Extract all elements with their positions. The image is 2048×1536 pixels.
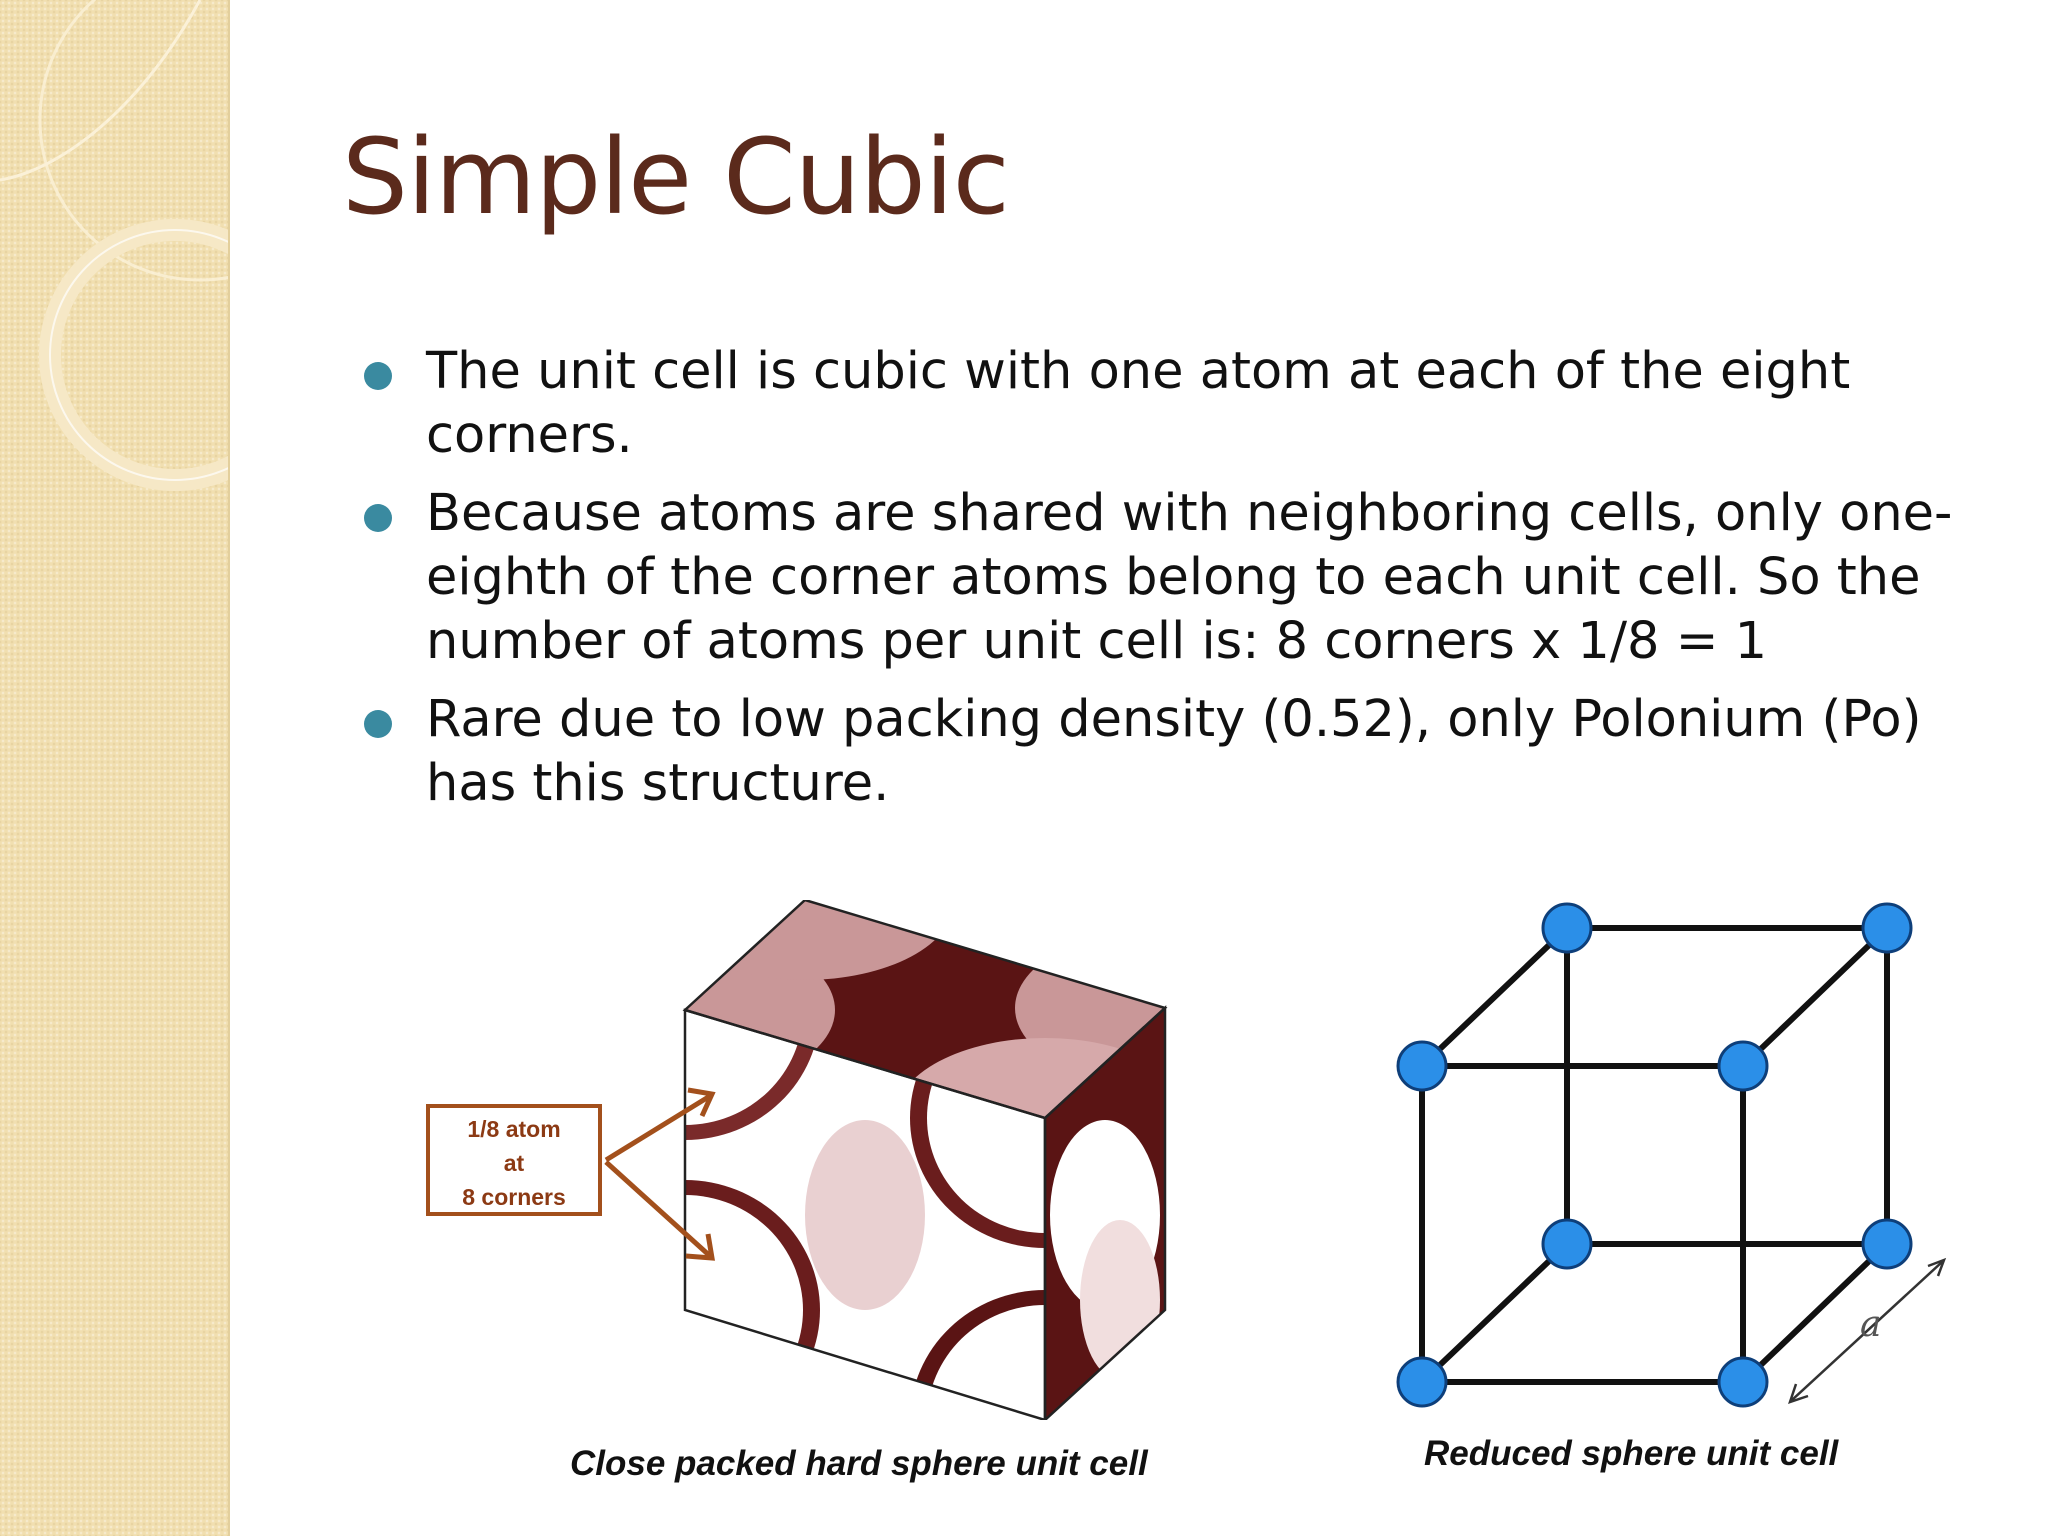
bullet-item: Rare due to low packing density (0.52), … [364, 688, 2014, 816]
bullet-list: The unit cell is cubic with one atom at … [364, 340, 2014, 830]
bullet-text: Rare due to low packing density (0.52), … [426, 690, 1922, 813]
corner-atom [1541, 1218, 1593, 1270]
corner-atom [1396, 1356, 1448, 1408]
corner-atom [1541, 902, 1593, 954]
cube-right-face [1045, 1008, 1165, 1420]
callout-line: 1/8 atom [467, 1116, 561, 1142]
bullet-dot-icon [364, 504, 392, 532]
decorative-side-band [0, 0, 230, 1536]
corner-atom [1861, 1218, 1913, 1270]
reduced-sphere-cube-diagram: a [1396, 902, 1947, 1408]
callout-box: 1/8 atom at 8 corners [426, 1104, 602, 1216]
cube-edges [682, 900, 1168, 1420]
bullet-item: The unit cell is cubic with one atom at … [364, 340, 2014, 468]
close-packed-cube-diagram [604, 900, 1168, 1420]
callout-line: at [503, 1150, 525, 1176]
bullet-text: Because atoms are shared with neighborin… [426, 484, 1953, 671]
lattice-parameter-arrow [1788, 1257, 1947, 1404]
slide-title: Simple Cubic [342, 116, 1010, 238]
corner-atom [1396, 1040, 1448, 1092]
bullet-item: Because atoms are shared with neighborin… [364, 482, 2014, 674]
corner-atom [1717, 1356, 1769, 1408]
callout-line: 8 corners [462, 1184, 566, 1210]
bullet-dot-icon [364, 362, 392, 390]
corner-atoms [1396, 902, 1913, 1408]
lattice-parameter-label: a [1860, 1304, 1881, 1345]
right-figure-caption: Reduced sphere unit cell [1424, 1434, 1839, 1473]
callout-arrows [604, 1087, 716, 1261]
decorative-rings [0, 0, 228, 491]
cube-frame [1419, 925, 1890, 1385]
left-figure-caption: Close packed hard sphere unit cell [570, 1444, 1148, 1483]
corner-atom [1861, 902, 1913, 954]
bullet-dot-icon [364, 710, 392, 738]
corner-atom [1717, 1040, 1769, 1092]
bullet-text: The unit cell is cubic with one atom at … [426, 342, 1851, 465]
